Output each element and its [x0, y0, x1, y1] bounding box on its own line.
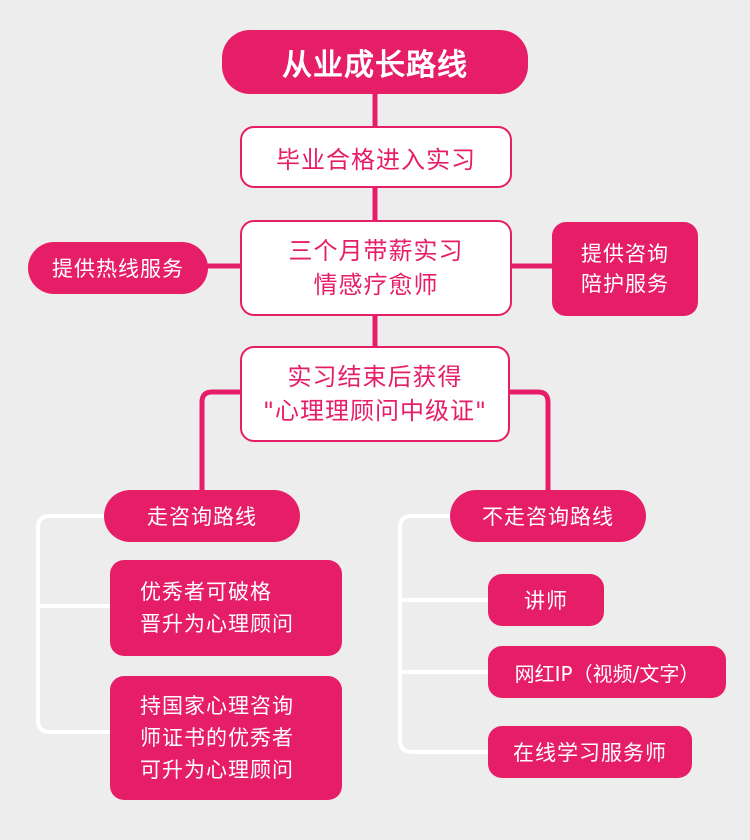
non-consult-item-online-service: 在线学习服务师: [488, 726, 692, 778]
side-service-hotline: 提供热线服务: [28, 242, 208, 294]
branch-non-consult-label: 不走咨询路线: [450, 490, 646, 542]
page-title: 从业成长路线: [222, 30, 528, 94]
consult-item-promotion: 优秀者可破格 晋升为心理顾问: [110, 560, 342, 656]
step-graduate: 毕业合格进入实习: [240, 126, 512, 188]
branch-consult-label: 走咨询路线: [104, 490, 300, 542]
side-service-consult: 提供咨询 陪护服务: [552, 222, 698, 316]
step-internship: 三个月带薪实习 情感疗愈师: [240, 220, 512, 316]
step-certificate: 实习结束后获得 "心理理顾问中级证": [240, 346, 510, 442]
consult-item-certified: 持国家心理咨询 师证书的优秀者 可升为心理顾问: [110, 676, 342, 800]
non-consult-item-influencer: 网红IP（视频/文字）: [488, 646, 726, 698]
non-consult-item-lecturer: 讲师: [488, 574, 604, 626]
